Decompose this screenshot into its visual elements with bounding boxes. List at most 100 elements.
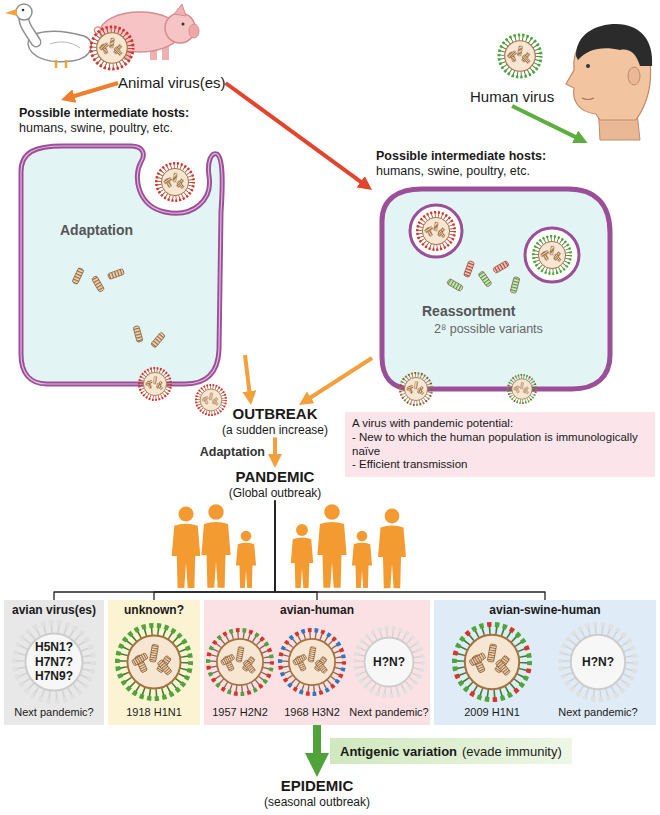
human-virus-particle [499, 35, 541, 77]
strain-label: Next pandemic? [14, 706, 94, 719]
pig-figure-part [182, 23, 185, 26]
stage-node: OUTBREAK(a sudden increase) [215, 405, 335, 437]
virus-caption-slot: 1968 H3N2 [276, 706, 348, 719]
goose-figure-part [56, 60, 66, 68]
goose-figure-part [22, 9, 25, 12]
label-slot: 2⁸ possible variants [434, 322, 543, 337]
source-node: Human virus [470, 88, 554, 106]
virus-inner-slot [442, 619, 542, 705]
crowd-silhouette-part [236, 531, 256, 588]
virus-drawing [454, 624, 529, 699]
virus-drawing [15, 623, 94, 702]
crowd-silhouette-part [378, 509, 406, 589]
virus-particle: 1957 H2N2 [204, 619, 276, 721]
strain-label: 2009 H1N1 [464, 706, 520, 719]
crowd-silhouette-part [201, 504, 230, 587]
goose-figure-part [50, 42, 80, 48]
man-figure-part [586, 64, 590, 68]
strain-label: Next pandemic? [558, 706, 638, 719]
goose-figure-part [16, 4, 32, 20]
virus-particle: 1918 H1N1 [110, 619, 198, 721]
crowd-silhouette-part [317, 504, 346, 587]
stage-title: EPIDEMIC [281, 777, 354, 795]
pig-figure-part [189, 24, 199, 38]
goose-figure [5, 4, 91, 68]
virus-drawing [560, 624, 635, 699]
virus-outline [204, 619, 276, 705]
cell-heading: Possible intermediate hosts: [19, 106, 189, 121]
band-heading: avian-human [280, 603, 354, 617]
virus-caption-slot: Next pandemic? [6, 706, 102, 719]
virus-inner-slot: H?N? [548, 619, 648, 705]
stage-title: OUTBREAK [233, 405, 318, 423]
virus-inner-slot: H?N? [347, 619, 431, 705]
goose-figure-part [5, 9, 17, 16]
virus-drawing [117, 625, 190, 698]
man-figure-part [628, 67, 640, 85]
subtype-label: H7N7? [35, 655, 73, 669]
source-label: Animal virus(es) [118, 74, 226, 92]
note-text: - Efficient transmission [352, 458, 648, 472]
label-slot: Reassortment [422, 303, 515, 320]
virus-caption-slot: Next pandemic? [347, 706, 431, 719]
virus-caption-slot: 2009 H1N1 [442, 706, 542, 719]
virus-inner-slot [204, 619, 276, 705]
virus-particle: 2009 H1N1 [442, 619, 542, 721]
note-text: - New to which the human population is i… [352, 431, 648, 459]
virus-drawing [280, 630, 344, 694]
cell-outline [372, 143, 617, 393]
man-figure-part [576, 24, 652, 66]
cell-subheading: humans, swine, poultry, etc. [19, 121, 173, 136]
category-band: avian-swine-human 2009 H1N1 H?N? Next pande… [434, 600, 656, 725]
stage-title: PANDEMIC [236, 468, 315, 486]
category-band: avian virus(es)H5N1?H7N7?H7N9?Next pande… [4, 600, 104, 725]
flow-arrow [305, 358, 372, 401]
infection-arrow [512, 106, 581, 140]
band-note: (evade immunity) [462, 744, 562, 760]
stage-subtitle: (seasonal outbreak) [264, 795, 370, 809]
strain-label: 1918 H1N1 [126, 706, 182, 719]
process-band: Antigenic variation (evade immunity) [330, 738, 572, 764]
virus-particle: H?N? Next pandemic? [548, 619, 648, 721]
tree-line [275, 500, 317, 600]
virus-caption-slot: 1918 H1N1 [110, 706, 198, 719]
infection-arrow [68, 83, 118, 98]
cell-outline [15, 100, 245, 392]
virus-outline [442, 619, 542, 705]
virus-outline [276, 619, 348, 705]
flow-arrow [273, 437, 277, 461]
band-heading: avian-swine-human [489, 603, 600, 617]
process-label: Reassortment [422, 303, 515, 320]
flow-arrow [245, 355, 250, 398]
flow-arrow [313, 725, 321, 765]
virus-inner-slot [110, 619, 198, 705]
host-cell-drawing [21, 146, 226, 415]
tree-line [154, 500, 275, 600]
crowd-silhouette-part [291, 524, 313, 588]
man-figure [566, 24, 652, 140]
subtype-label: H?N? [582, 655, 614, 669]
note-text: A virus with pandemic potential: [352, 417, 648, 431]
virus-inner-slot: H5N1?H7N7?H7N9? [6, 619, 102, 705]
cell-subheading: humans, swine, poultry, etc. [376, 164, 530, 179]
animal-virus-particle [91, 27, 133, 69]
cell-heading: Possible intermediate hosts: [376, 149, 546, 164]
virus-inner-slot [276, 619, 348, 705]
virus-particle: 1968 H3N2 [276, 619, 348, 721]
crowd-silhouette-part [352, 531, 372, 588]
pig-figure-part [174, 4, 186, 16]
virus-drawing [355, 628, 423, 696]
host-cell-drawing [382, 189, 610, 405]
source-label: Human virus [470, 88, 554, 106]
virus-caption-slot: 1957 H2N2 [204, 706, 276, 719]
virus-particle: H5N1?H7N7?H7N9?Next pandemic? [6, 619, 102, 721]
crowd-silhouette [172, 504, 406, 588]
band-title: Antigenic variation [340, 744, 457, 760]
host-cell: Possible intermediate hosts:humans, swin… [15, 100, 245, 392]
virus-caption-slot: Next pandemic? [548, 706, 648, 719]
virus-particle: H?N?Next pandemic? [347, 619, 431, 721]
stage-node: EPIDEMIC(seasonal outbreak) [264, 777, 370, 809]
label-slot: Adaptation [60, 222, 133, 239]
